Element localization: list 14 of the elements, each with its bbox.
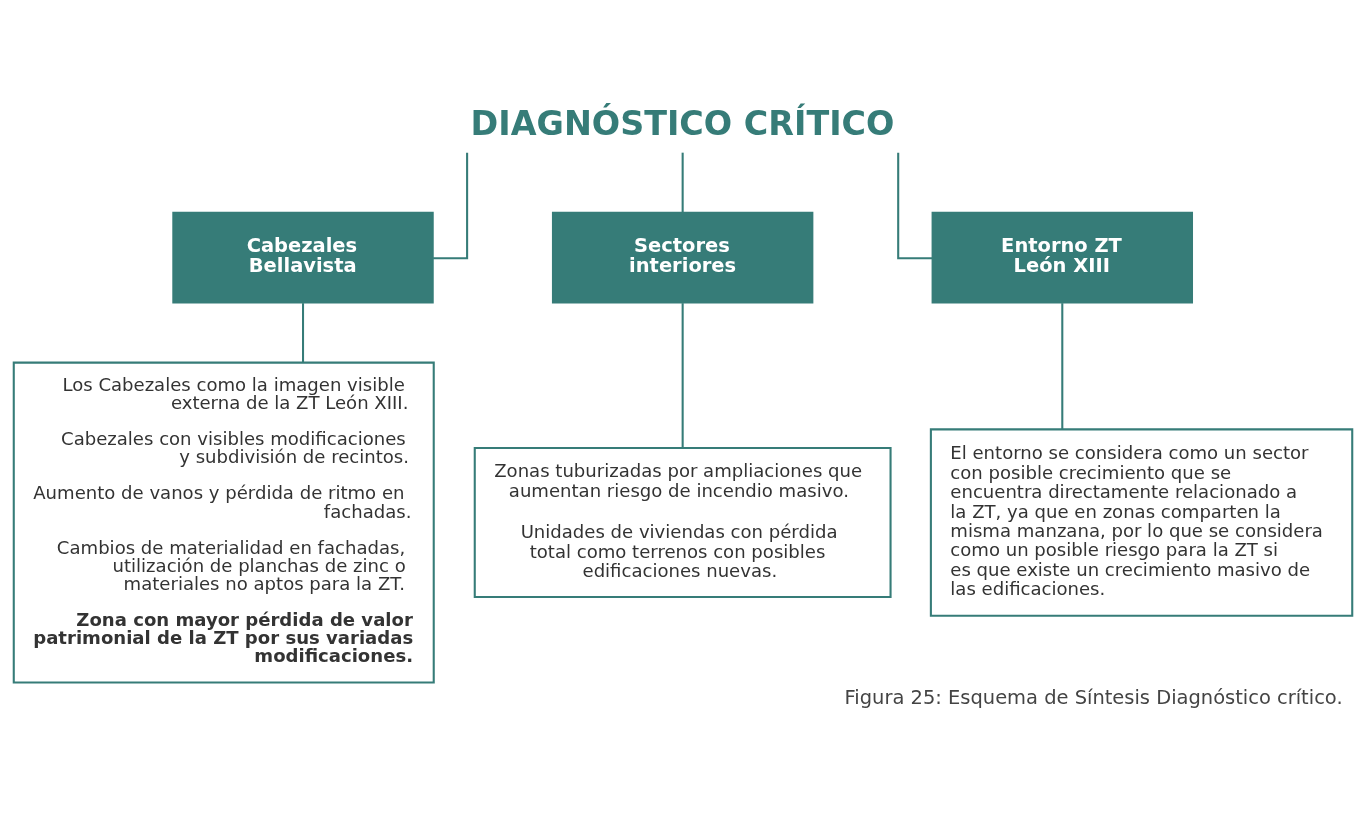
connector — [433, 152, 469, 259]
connector — [897, 152, 933, 259]
node-box: Sectores interiores — [551, 211, 814, 303]
node-text: DIAGNÓSTICO CRÍTICO — [470, 103, 895, 143]
node-box: Zonas tuburizadas por ampliaciones que aumentan riesgo de incendio masivo. Unidades de viviendas con pérdida total como terrenos con posibles edificaciones nuevas. — [473, 446, 892, 598]
connector — [1061, 302, 1064, 429]
connector — [681, 302, 684, 448]
connector — [301, 302, 305, 362]
node-box: Cabezales Bellavista — [172, 211, 434, 303]
node-box: Entorno ZT León XIII — [931, 211, 1193, 303]
node-box: Los Cabezales como la imagen visible externa de la ZT León XIII. Cabezales con visibles modificaciones y subdivisión de recintos. Aumento de vanos y pérdida de ritmo en fachadas. Cambios de materialidad en fachadas, utilización de planchas de zinc o materiales no aptos para la ZT. Zona con mayor pérdida de valor patrimonial de la ZT por sus variadas modificaciones. — [12, 361, 435, 683]
caption: Figura 25: Esquema de Síntesis Diagnóstico crítico. — [844, 685, 1343, 709]
connector — [681, 152, 684, 212]
node-box: El entorno se considera como un sector con posible crecimiento que se encuentra directamente relacionado a la ZT, ya que en zonas comparten la misma manzana, por lo que se considera como un posible riesgo para la ZT si es que existe un crecimiento masivo de las edificaciones. — [929, 427, 1354, 617]
